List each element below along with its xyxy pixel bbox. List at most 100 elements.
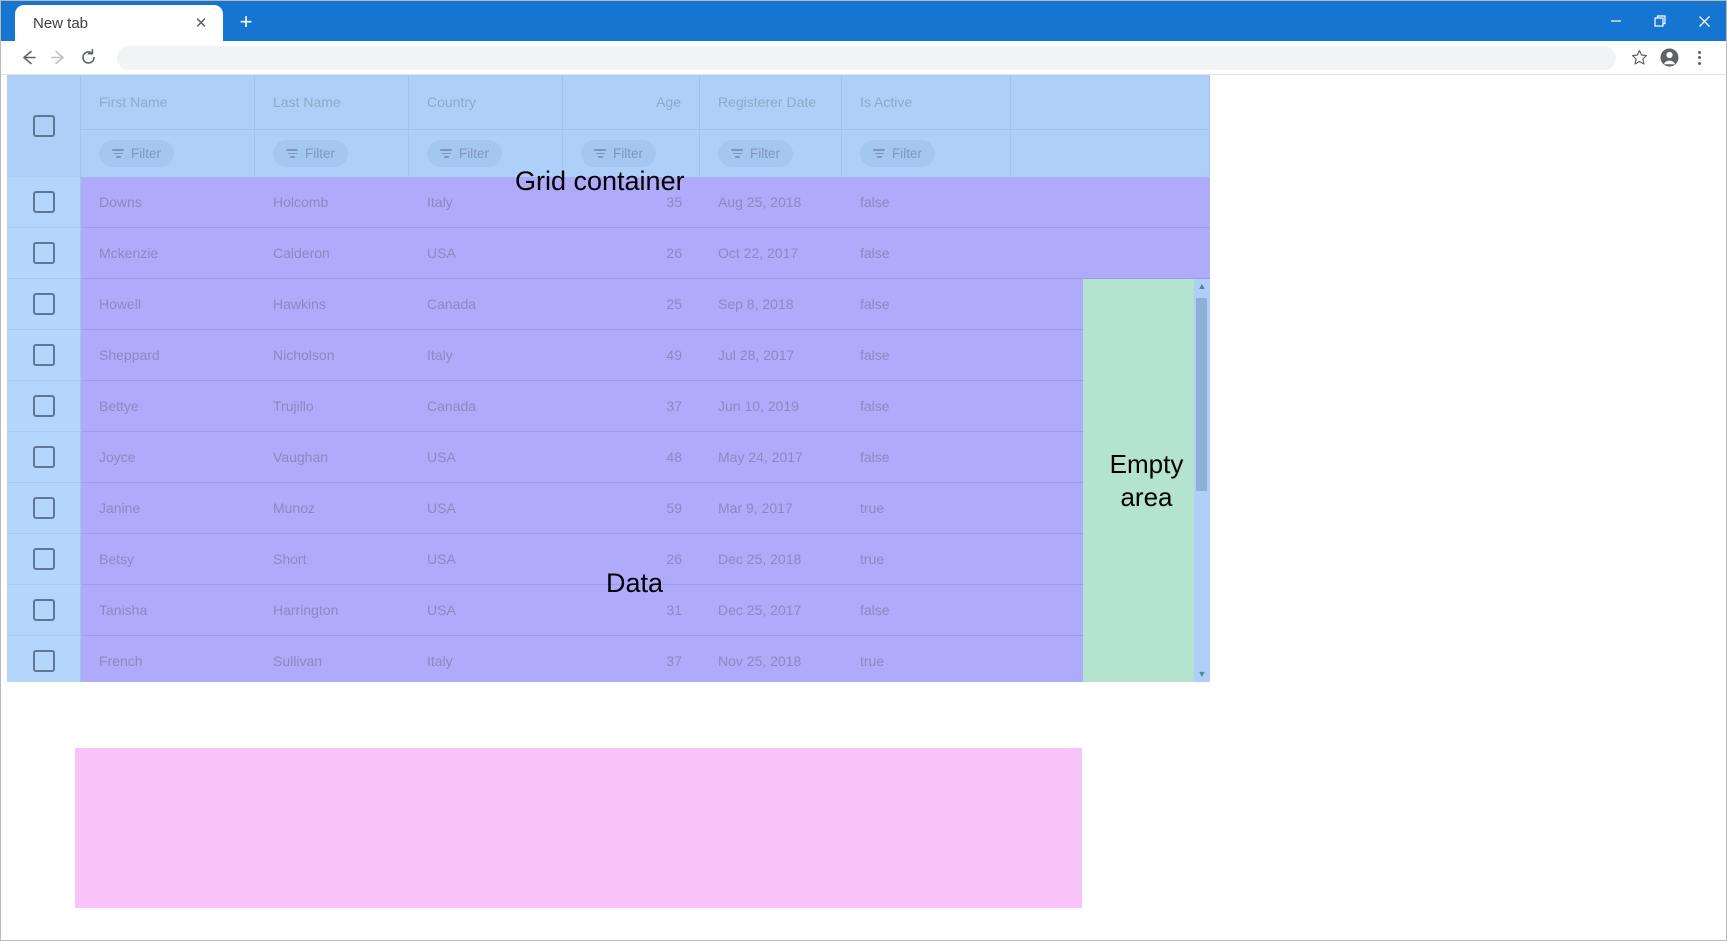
filter-button-age[interactable]: Filter [581, 140, 656, 167]
browser-toolbar [1, 41, 1726, 75]
scroll-up-arrow-icon[interactable]: ▲ [1197, 281, 1207, 291]
row-checkbox[interactable] [32, 395, 55, 417]
cell-registerer_date: Sep 8, 2018 [700, 279, 842, 330]
select-all-cell [7, 75, 81, 177]
close-window-icon[interactable] [1682, 1, 1726, 41]
maximize-icon[interactable] [1638, 1, 1682, 41]
row-checkbox[interactable] [32, 650, 55, 672]
arrow-right-icon[interactable] [43, 43, 73, 73]
kebab-menu-icon[interactable] [1684, 43, 1714, 73]
cell-first_name: Janine [81, 483, 255, 534]
address-bar-input[interactable] [117, 45, 1616, 70]
filter-label: Filter [613, 146, 643, 161]
cell-age: 26 [563, 228, 700, 279]
row-select-cell [7, 636, 81, 682]
row-checkbox[interactable] [32, 497, 55, 519]
filter-row: Filter Filter [81, 129, 1210, 177]
cell-is_active: false [842, 279, 1011, 330]
close-icon[interactable]: ✕ [194, 14, 208, 32]
filter-button-is-active[interactable]: Filter [860, 140, 935, 167]
row-checkbox[interactable] [32, 242, 55, 264]
minimize-icon[interactable] [1594, 1, 1638, 41]
vertical-scrollbar[interactable]: ▲ ▼ [1194, 279, 1210, 682]
cell-last_name: Harrington [255, 585, 409, 636]
arrow-left-icon[interactable] [13, 43, 43, 73]
account-icon[interactable] [1654, 43, 1684, 73]
filter-button-first-name[interactable]: Filter [99, 140, 174, 167]
row-select-cell [7, 381, 81, 432]
row-checkbox[interactable] [32, 446, 55, 468]
cell-registerer_date: Aug 25, 2018 [700, 177, 842, 228]
plus-icon[interactable]: + [239, 9, 253, 34]
cell-age: 31 [563, 585, 700, 636]
cell-is_active: false [842, 228, 1011, 279]
filter-icon [594, 149, 606, 158]
data-label: Data [606, 568, 664, 598]
cell-first_name: Bettye [81, 381, 255, 432]
cell-spacer [1011, 177, 1210, 228]
column-header-last-name[interactable]: Last Name [255, 75, 409, 129]
column-header-first-name[interactable]: First Name [81, 75, 255, 129]
reload-icon[interactable] [73, 43, 103, 73]
column-header-country[interactable]: Country [409, 75, 563, 129]
scroll-down-arrow-icon[interactable]: ▼ [1197, 669, 1207, 679]
cell-registerer_date: May 24, 2017 [700, 432, 842, 483]
cell-age: 37 [563, 636, 700, 682]
filter-cell-registerer-date: Filter [700, 130, 842, 177]
cell-registerer_date: Jun 10, 2019 [700, 381, 842, 432]
scrollbar-thumb[interactable] [1196, 298, 1207, 491]
filter-label: Filter [305, 146, 335, 161]
filter-button-registerer-date[interactable]: Filter [718, 140, 793, 167]
select-all-checkbox[interactable] [32, 115, 55, 137]
cell-first_name: French [81, 636, 255, 682]
filter-cell-last-name: Filter [255, 130, 409, 177]
row-checkbox[interactable] [32, 293, 55, 315]
filter-icon [286, 149, 298, 158]
cell-registerer_date: Oct 22, 2017 [700, 228, 842, 279]
filter-button-last-name[interactable]: Filter [273, 140, 348, 167]
cell-first_name: Howell [81, 279, 255, 330]
empty-area: Empty area [1083, 279, 1210, 682]
scrollbar-track[interactable] [1194, 294, 1210, 667]
cell-is_active: true [842, 483, 1011, 534]
column-header-is-active[interactable]: Is Active [842, 75, 1011, 129]
empty-area-line2: area [1120, 481, 1173, 512]
filter-cell-country: Filter [409, 130, 563, 177]
row-select-cell [7, 228, 81, 279]
filter-icon [440, 149, 452, 158]
row-checkbox[interactable] [32, 548, 55, 570]
row-checkbox[interactable] [32, 344, 55, 366]
row-select-cell [7, 330, 81, 381]
column-header-age[interactable]: Age [563, 75, 700, 129]
cell-last_name: Holcomb [255, 177, 409, 228]
page-content: First Name Last Name Country Age Registe… [1, 75, 1726, 939]
filter-cell-is-active: Filter [842, 130, 1011, 177]
filter-icon [112, 149, 124, 158]
cell-country: Canada [409, 279, 563, 330]
filter-label: Filter [459, 146, 489, 161]
star-icon[interactable] [1624, 43, 1654, 73]
row-checkbox[interactable] [32, 599, 55, 621]
browser-tab[interactable]: New tab ✕ [15, 5, 223, 41]
cell-registerer_date: Nov 25, 2018 [700, 636, 842, 682]
cell-last_name: Short [255, 534, 409, 585]
filter-cell-first-name: Filter [81, 130, 255, 177]
cell-last_name: Trujillo [255, 381, 409, 432]
row-checkbox[interactable] [32, 191, 55, 213]
cell-first_name: Sheppard [81, 330, 255, 381]
cell-last_name: Nicholson [255, 330, 409, 381]
column-header-registerer-date[interactable]: Registerer Date [700, 75, 842, 129]
cell-country: USA [409, 483, 563, 534]
filter-button-country[interactable]: Filter [427, 140, 502, 167]
